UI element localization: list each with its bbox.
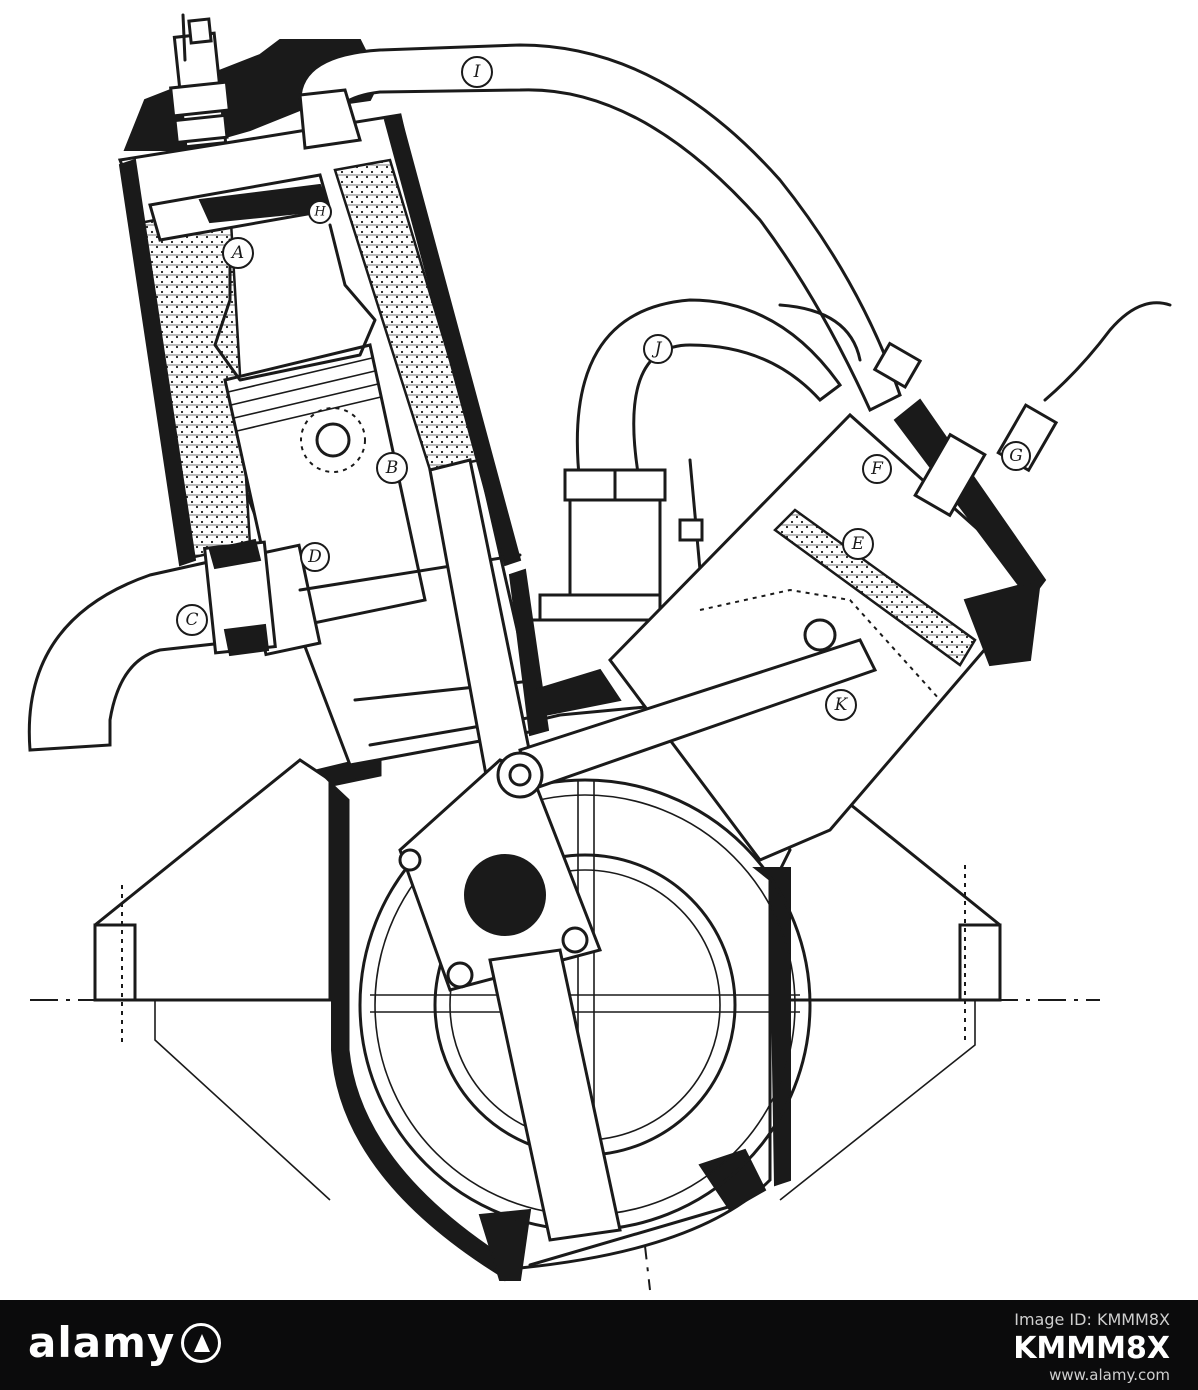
image-id-value: KMMM8X (1013, 1331, 1170, 1366)
base-mount (93, 758, 1002, 1201)
callout-b: B (376, 452, 408, 484)
inclined-cylinder (533, 301, 1172, 862)
connecting-rods (398, 458, 878, 1242)
svg-text:E: E (851, 534, 865, 554)
vertical-cylinder (117, 39, 550, 767)
footer-bar: alamy Image ID: KMMM8X KMMM8X www.alamy.… (0, 1300, 1198, 1390)
svg-text:D: D (307, 547, 322, 567)
callout-h: H (308, 200, 332, 224)
spark-plug-top (169, 13, 231, 149)
svg-text:H: H (313, 205, 326, 220)
svg-text:J: J (652, 339, 663, 359)
exhaust-pipe-c (27, 538, 277, 752)
engine-cross-section-drawing: A H B C D E F (27, 13, 1172, 1291)
callout-j: J (643, 334, 673, 364)
engine-diagram-svg: A H B C D E F (27, 13, 1172, 1291)
svg-text:I: I (473, 62, 481, 82)
brand-mark-icon (181, 1323, 222, 1363)
callout-i: I (461, 56, 493, 88)
image-id-label: Image ID: KMMM8X (1014, 1310, 1170, 1329)
brand-name: alamy (28, 1318, 176, 1367)
svg-text:G: G (1009, 446, 1023, 466)
site-url[interactable]: www.alamy.com (1049, 1366, 1170, 1384)
svg-text:A: A (230, 243, 244, 263)
callout-a: A (222, 237, 254, 269)
callout-k: K (825, 689, 857, 721)
callout-f: F (862, 454, 892, 484)
callout-e: E (842, 528, 874, 560)
brand-logo: alamy (28, 1318, 222, 1367)
transfer-pipe-i (298, 43, 902, 413)
callout-c: C (176, 604, 208, 636)
svg-text:K: K (834, 695, 849, 715)
svg-text:F: F (870, 459, 884, 479)
svg-text:B: B (385, 458, 399, 478)
callout-d: D (300, 542, 330, 572)
image-info: Image ID: KMMM8X KMMM8X www.alamy.com (1013, 1310, 1170, 1384)
carburetor (528, 458, 704, 622)
svg-text:C: C (185, 610, 198, 630)
callout-g: G (1001, 441, 1031, 471)
